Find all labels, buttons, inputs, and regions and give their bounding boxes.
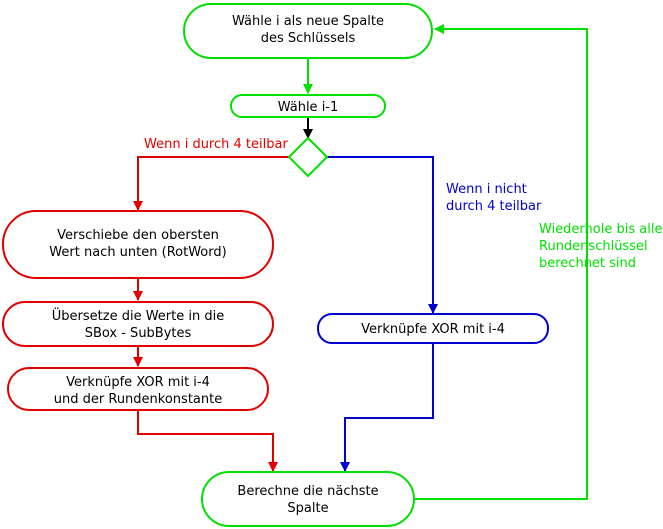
- label-divisible: Wenn i durch 4 teilbar: [144, 137, 288, 152]
- arrow-loop-back-to-start: [414, 24, 588, 500]
- arrow-xor-simple-to-next-column: [340, 343, 434, 472]
- node-rotword-line2: Wert nach unten (RotWord): [49, 245, 226, 260]
- node-next-column-shape: [201, 471, 415, 527]
- decision-diamond: [287, 136, 329, 178]
- node-xor-simple-shape: [317, 313, 549, 344]
- node-xor-rcon-line1: Verknüpfe XOR mit i-4: [66, 375, 210, 390]
- node-xor-rcon: Verknüpfe XOR mit i-4 und der Rundenkons…: [7, 367, 269, 411]
- node-choose-prev-label: Wähle i-1: [278, 100, 339, 115]
- node-start: Wähle i als neue Spalte des Schlüssels: [183, 3, 433, 59]
- node-start-line2: des Schlüssels: [261, 31, 356, 46]
- node-choose-prev: Wähle i-1: [230, 94, 386, 118]
- node-start-shape: [183, 3, 433, 59]
- label-repeat-line2: Rundenschlüssel: [539, 239, 648, 254]
- node-next-column: Berechne die nächste Spalte: [201, 471, 415, 527]
- node-rotword-line1: Verschiebe den obersten: [57, 228, 219, 243]
- label-repeat-line1: Wiederhole bis alle: [539, 222, 662, 237]
- node-start-line1: Wähle i als neue Spalte: [232, 14, 384, 29]
- node-rotword-shape: [2, 210, 274, 279]
- node-next-column-line2: Spalte: [287, 501, 328, 516]
- arrow-decision-to-xor-simple: [327, 156, 438, 314]
- label-not-divisible-line2: durch 4 teilbar: [446, 199, 542, 214]
- node-xor-rcon-line2: und der Rundenkonstante: [54, 392, 222, 407]
- node-xor-rcon-shape: [7, 367, 269, 411]
- node-subbytes: Übersetze die Werte in die SBox - SubByt…: [2, 301, 274, 347]
- label-not-divisible-line1: Wenn i nicht: [446, 182, 527, 197]
- node-choose-prev-shape: [230, 94, 386, 118]
- node-rotword: Verschiebe den obersten Wert nach unten …: [2, 210, 274, 279]
- arrow-decision-to-rotword: [133, 156, 289, 211]
- node-xor-simple-label: Verknüpfe XOR mit i-4: [361, 322, 505, 337]
- node-subbytes-line2: SBox - SubBytes: [85, 326, 192, 341]
- node-next-column-line1: Berechne die nächste: [237, 484, 378, 499]
- label-repeat-line3: berechnet sind: [539, 256, 636, 271]
- node-subbytes-shape: [2, 301, 274, 347]
- node-subbytes-line1: Übersetze die Werte in die: [52, 307, 224, 324]
- arrow-xor-rcon-to-next-column: [137, 410, 278, 472]
- node-xor-simple: Verknüpfe XOR mit i-4: [317, 313, 549, 344]
